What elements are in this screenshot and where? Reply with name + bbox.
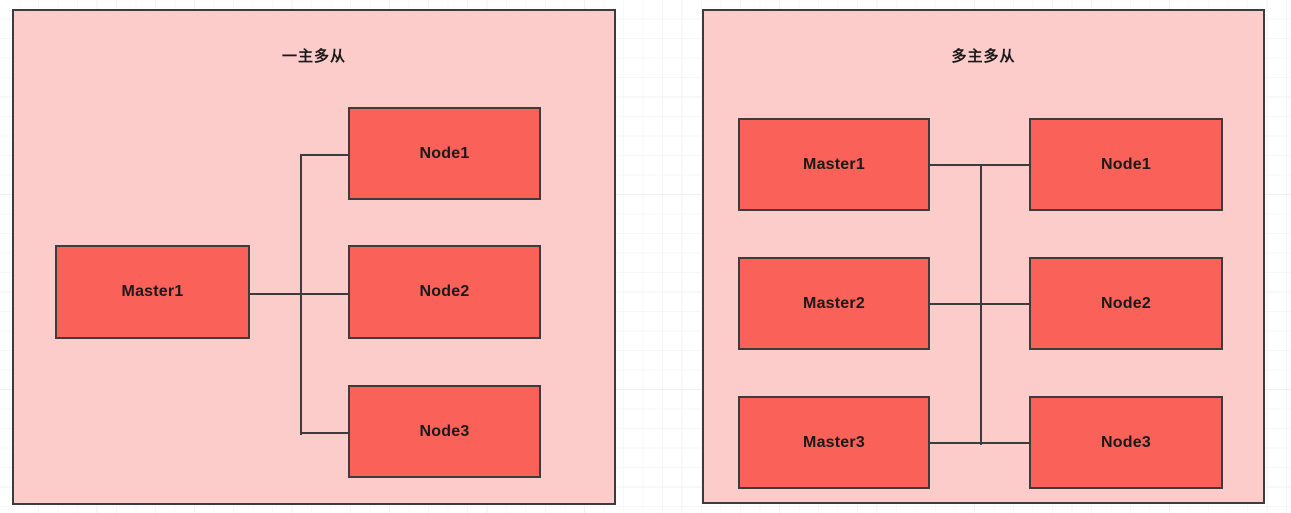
box-label: Node2 bbox=[1101, 294, 1151, 312]
connector-master3-to-bus bbox=[930, 442, 982, 444]
box-label: Master3 bbox=[803, 433, 865, 451]
box-node3[interactable]: Node3 bbox=[1029, 396, 1223, 489]
box-label: Node2 bbox=[419, 283, 470, 300]
box-node2[interactable]: Node2 bbox=[348, 245, 541, 339]
box-node1[interactable]: Node1 bbox=[1029, 118, 1223, 211]
panel-title-multi-master: 多主多从 bbox=[951, 48, 1016, 65]
connector-bus-to-node2 bbox=[300, 293, 350, 295]
panel-title-single-master: 一主多从 bbox=[281, 48, 346, 65]
box-label: Master1 bbox=[121, 283, 184, 300]
panel-single-master[interactable]: 一主多从 Master1 Node1 Node2 Node3 bbox=[12, 9, 616, 505]
connector-vertical-bus bbox=[980, 165, 982, 445]
box-master2[interactable]: Master2 bbox=[738, 257, 930, 350]
connector-bus-to-node3 bbox=[980, 442, 1031, 444]
box-label: Master2 bbox=[803, 294, 865, 312]
box-node3[interactable]: Node3 bbox=[348, 385, 541, 478]
box-label: Node1 bbox=[1101, 155, 1151, 173]
connector-vertical-bus bbox=[300, 155, 302, 435]
connector-master1-to-bus bbox=[250, 293, 302, 295]
box-label: Node3 bbox=[1101, 433, 1151, 451]
box-node2[interactable]: Node2 bbox=[1029, 257, 1223, 350]
connector-bus-to-node2 bbox=[980, 303, 1031, 305]
box-label: Node3 bbox=[419, 422, 470, 440]
connector-master1-to-bus bbox=[930, 164, 982, 166]
box-label: Master1 bbox=[803, 155, 865, 173]
connector-bus-to-node3 bbox=[300, 432, 350, 434]
connector-bus-to-node1 bbox=[980, 164, 1031, 166]
connector-master2-to-bus bbox=[930, 303, 982, 305]
box-node1[interactable]: Node1 bbox=[348, 107, 541, 200]
box-master1[interactable]: Master1 bbox=[738, 118, 930, 211]
box-master3[interactable]: Master3 bbox=[738, 396, 930, 489]
connector-bus-to-node1 bbox=[300, 154, 350, 156]
box-master1[interactable]: Master1 bbox=[55, 245, 250, 339]
box-label: Node1 bbox=[419, 144, 470, 162]
panel-multi-master[interactable]: 多主多从 Master1 Master2 Master3 Node1 Node2… bbox=[702, 9, 1265, 504]
